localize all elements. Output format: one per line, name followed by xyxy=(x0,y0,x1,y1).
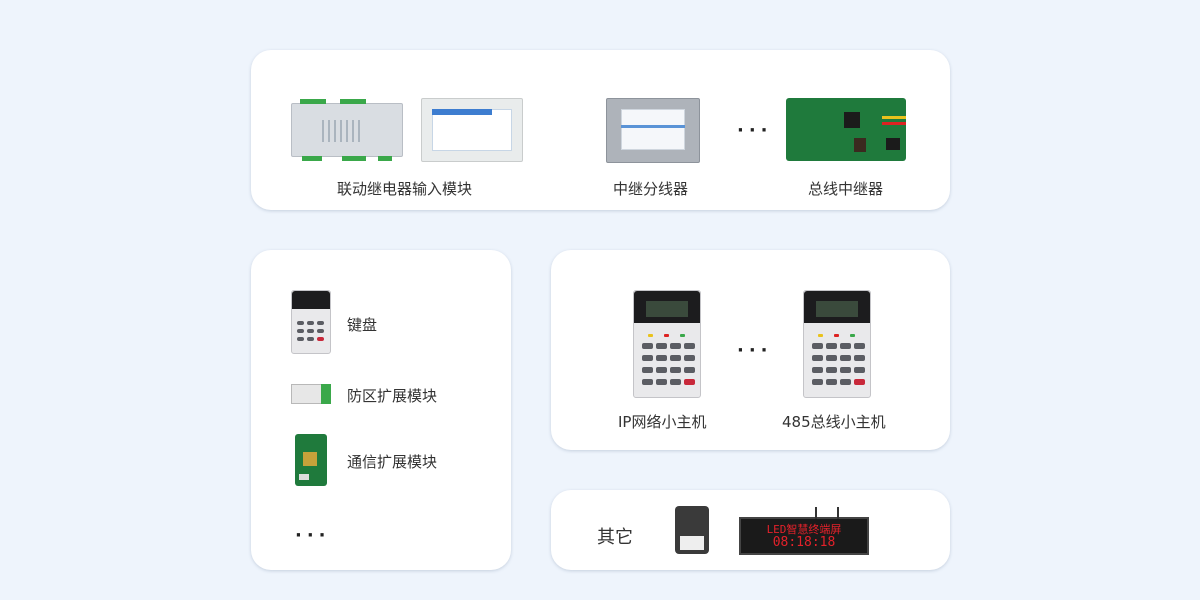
485-bus-host-label: 485总线小主机 xyxy=(782,413,886,431)
linkage-relay-module-gray-image xyxy=(291,99,403,161)
other-label: 其它 xyxy=(597,527,633,548)
zone-expansion-module-image xyxy=(291,384,331,404)
host-card: IP网络小主机 ··· 485总线小主机 xyxy=(551,250,950,450)
relay-modules-card: 联动继电器输入模块 中继分线器 ··· 总线中继器 xyxy=(251,50,950,210)
led-sign-line2: 08:18:18 xyxy=(772,535,836,550)
communication-expansion-pcb-image xyxy=(295,434,327,486)
expansion-card: 键盘 防区扩展模块 通信扩展模块 ··· xyxy=(251,250,511,570)
485-bus-host-image xyxy=(803,290,871,398)
bus-repeater-pcb-image xyxy=(786,98,906,161)
led-sign-line1: LED智慧终端屏 xyxy=(766,523,842,536)
printer-image xyxy=(675,506,709,554)
ip-network-host-label: IP网络小主机 xyxy=(618,413,707,431)
more-ellipsis: ··· xyxy=(737,120,773,141)
ip-network-host-image xyxy=(633,290,701,398)
more-ellipsis: ··· xyxy=(295,525,331,546)
other-card: 其它 LED智慧终端屏 08:18:18 xyxy=(551,490,950,570)
communication-expansion-module-label: 通信扩展模块 xyxy=(347,453,438,471)
keypad-label: 键盘 xyxy=(347,316,378,334)
bus-repeater-label: 总线中继器 xyxy=(808,180,884,198)
relay-splitter-image xyxy=(606,98,700,163)
keypad-image xyxy=(291,290,331,354)
linkage-relay-module-white-image xyxy=(421,98,523,162)
more-ellipsis: ··· xyxy=(737,340,773,361)
zone-expansion-module-label: 防区扩展模块 xyxy=(347,387,438,405)
linkage-relay-input-module-label: 联动继电器输入模块 xyxy=(337,180,473,198)
led-terminal-screen-image: LED智慧终端屏 08:18:18 xyxy=(739,507,869,555)
relay-splitter-label: 中继分线器 xyxy=(613,180,689,198)
